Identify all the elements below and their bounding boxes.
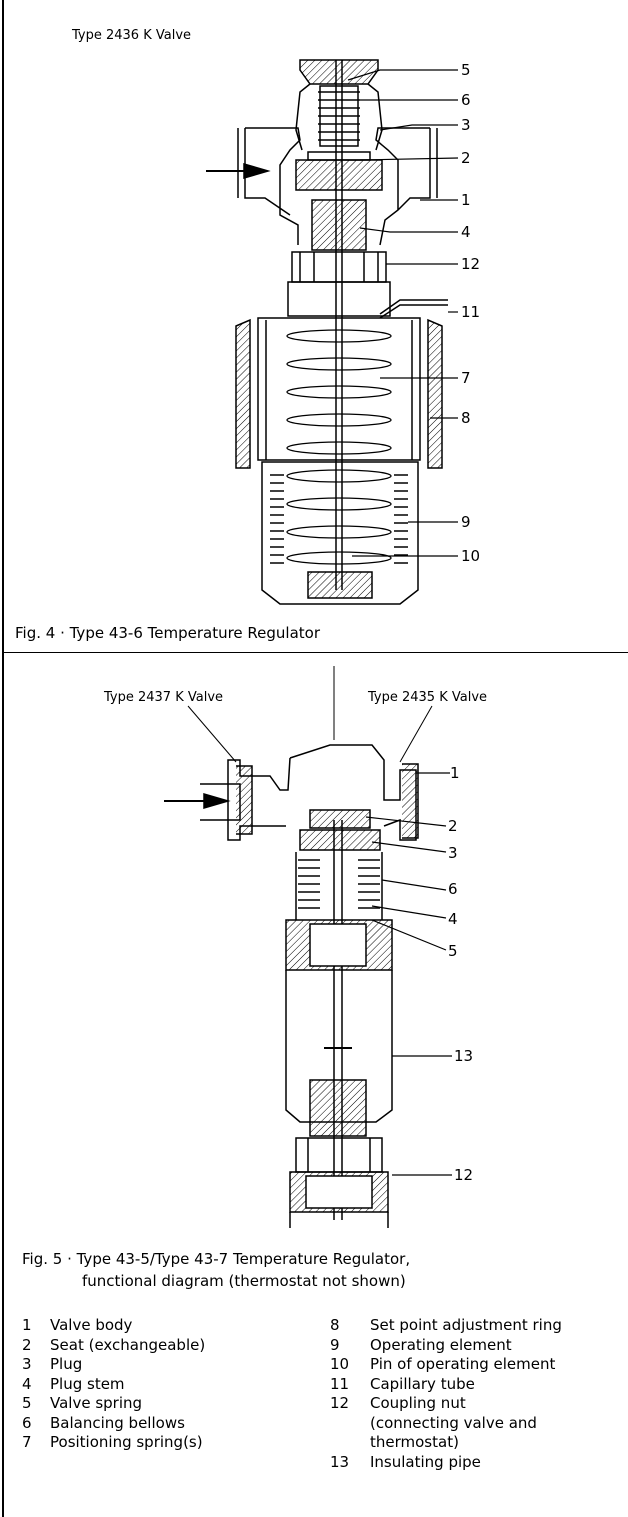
legend-item: (connecting valve and (370, 1413, 537, 1432)
fig4-callout-9: 9 (461, 513, 471, 531)
fig5-callout-13: 13 (454, 1047, 474, 1065)
fig4-callout-4: 4 (461, 223, 471, 241)
fig4-callout-5: 5 (461, 61, 471, 79)
fig5-left-valve-label: Type 2437 K Valve (104, 690, 224, 705)
fig5-callout-12: 12 (454, 1166, 474, 1184)
fig4-callout-3: 3 (461, 116, 471, 134)
fig4-callout-11: 11 (461, 303, 481, 321)
fig4-callout-12: 12 (461, 255, 481, 273)
fig4-caption: Fig. 4 · Type 43-6 Temperature Regulator (15, 624, 321, 642)
legend-item: thermostat) (370, 1433, 459, 1451)
fig5-callout-3: 3 (448, 844, 458, 862)
fig5-caption-line2: functional diagram (thermostat not shown… (82, 1272, 406, 1290)
fig4-callout-1: 1 (461, 191, 471, 209)
page-border (2, 0, 4, 1517)
fig5-right-valve-label: Type 2435 K Valve (368, 690, 488, 705)
fig4-callout-6: 6 (461, 91, 471, 109)
fig4-drawing (206, 59, 459, 605)
fig5-callout-1: 1 (450, 764, 460, 782)
fig4-callout-10: 10 (461, 547, 481, 565)
fig4-callout-8: 8 (461, 409, 471, 427)
fig5-callout-2: 2 (448, 817, 458, 835)
fig5-callout-4: 4 (448, 910, 458, 928)
fig4-callout-2: 2 (461, 149, 471, 167)
fig5-callout-6: 6 (448, 880, 458, 898)
fig4-callout-7: 7 (461, 369, 471, 387)
section-divider (2, 652, 628, 653)
fig5-callout-5: 5 (448, 942, 458, 960)
fig4-valve-label: Type 2436 K Valve (72, 28, 192, 43)
fig5-caption-line1: Fig. 5 · Type 43-5/Type 43-7 Temperature… (22, 1250, 411, 1268)
